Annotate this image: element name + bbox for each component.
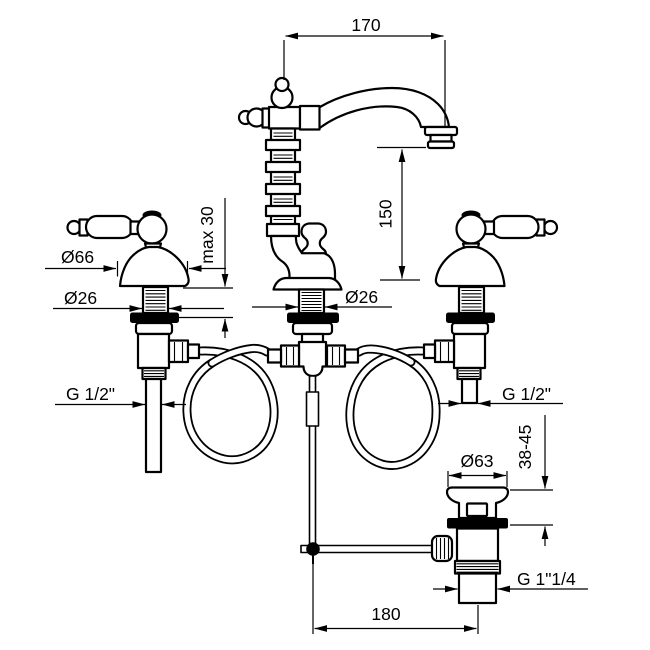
waste-body xyxy=(455,527,500,563)
right-inlet-tailpipe xyxy=(460,377,479,405)
left-mounting-nut xyxy=(134,321,174,336)
right-handle-grip xyxy=(490,214,540,240)
center-mixer-column xyxy=(237,76,459,378)
pop-up-lift-knob xyxy=(300,222,328,255)
label-rod-offset: 180 xyxy=(371,604,400,624)
label-spout-height: 150 xyxy=(376,199,396,228)
tee-left-hex-nut xyxy=(279,344,301,368)
right-deck-flange xyxy=(446,312,495,323)
dim-waste-thread: G 1"1/4 xyxy=(433,569,588,593)
aerator-flange xyxy=(423,125,459,137)
column-groove-lines xyxy=(273,132,293,221)
dim-waste-flange-diameter: Ø63 xyxy=(447,451,508,487)
label-right-inlet-thread: G 1/2" xyxy=(502,384,551,404)
finial-ball-small xyxy=(274,76,290,93)
left-outlet-hex-nut xyxy=(167,339,190,364)
dim-right-inlet-thread: G 1/2" xyxy=(438,384,563,407)
dim-waste-height-range: 38-45 xyxy=(510,415,553,546)
dim-spout-reach-170: 170 xyxy=(283,15,446,126)
right-outlet-hex-facets xyxy=(439,342,450,361)
right-collar-ribs xyxy=(459,370,479,377)
dim-handle-base-diameter: Ø66 xyxy=(45,247,226,277)
label-waste-flange-diameter: Ø63 xyxy=(460,451,493,471)
label-handle-base-diameter: Ø66 xyxy=(61,247,94,267)
dim-max-deck-thickness: max 30 xyxy=(179,198,233,338)
right-handle-bell-base xyxy=(434,245,506,288)
waste-thread-lines xyxy=(456,563,499,573)
waste-threaded-section xyxy=(453,559,502,575)
right-handle-ball-joint xyxy=(455,213,487,245)
waste-seal-band xyxy=(447,518,508,529)
label-waste-height-range: 38-45 xyxy=(515,425,535,470)
center-deck-flange xyxy=(287,312,339,323)
left-shank-threads xyxy=(145,289,166,311)
label-waste-thread: G 1"1/4 xyxy=(517,569,576,589)
label-max-deck-thickness: max 30 xyxy=(197,206,217,264)
left-handle-grip xyxy=(84,214,135,240)
dim-spout-height-150: 150 xyxy=(376,146,426,281)
right-outlet-nipple xyxy=(422,343,437,360)
center-mounting-nut xyxy=(291,321,334,336)
pivot-joint xyxy=(306,542,320,556)
dimensions: 170 150 max 30 Ø66 Ø26 xyxy=(45,15,588,634)
tee-right-hex-nut xyxy=(325,344,347,368)
right-valve-body xyxy=(452,332,487,370)
label-left-shank-diameter: Ø26 xyxy=(64,288,97,308)
dim-left-shank-diameter: Ø26 xyxy=(53,288,224,312)
left-inlet-tailpipe xyxy=(144,377,163,474)
center-base-skirt xyxy=(272,276,343,291)
label-spout-reach: 170 xyxy=(351,15,380,35)
left-deck-flange xyxy=(130,312,179,323)
right-mounting-nut xyxy=(450,321,490,336)
left-collar-ribs xyxy=(144,370,164,377)
dim-rod-offset-180: 180 xyxy=(312,557,479,634)
waste-overflow-window xyxy=(465,502,489,518)
left-handle-bell-base xyxy=(118,245,190,288)
right-shank-threads xyxy=(461,289,482,311)
left-valve-unit xyxy=(66,210,201,474)
column-rings xyxy=(264,138,302,238)
tee-left-nipple xyxy=(266,348,283,364)
mixer-body xyxy=(269,234,337,283)
left-outlet-hex-facets xyxy=(173,342,184,361)
label-center-shank-diameter: Ø26 xyxy=(345,287,378,307)
flex-hose-left xyxy=(182,343,279,465)
aerator-tip xyxy=(426,140,456,150)
left-outlet-nipple xyxy=(186,343,201,360)
swan-neck-spout xyxy=(317,86,451,130)
dim-center-shank-diameter: Ø26 xyxy=(252,287,392,311)
label-left-inlet-thread: G 1/2" xyxy=(66,384,115,404)
center-shank-threads xyxy=(301,291,322,312)
flex-hose-right xyxy=(345,344,441,470)
waste-knob-knurls xyxy=(435,538,450,559)
waste-tailpipe xyxy=(457,572,498,605)
tee-fitting-body xyxy=(297,340,328,378)
horizontal-waste-rod xyxy=(315,544,438,554)
dim-left-inlet-thread: G 1/2" xyxy=(55,384,186,408)
right-valve-unit xyxy=(422,210,559,405)
left-lever-handle xyxy=(66,210,168,254)
pop-up-rod-assembly xyxy=(300,375,438,564)
lift-rod-collar xyxy=(305,391,320,427)
tee-right-nipple xyxy=(343,348,360,364)
left-valve-body xyxy=(136,332,171,370)
cross-body xyxy=(267,105,302,130)
tee-left-hex-facets xyxy=(285,347,295,365)
right-outlet-hex-nut xyxy=(433,339,456,364)
left-handle-ball-joint xyxy=(136,213,168,245)
drain-waste-assembly xyxy=(430,486,510,605)
tee-right-hex-facets xyxy=(331,347,341,365)
cross-right-nut xyxy=(298,104,321,131)
right-handle-end-ball xyxy=(542,219,559,236)
